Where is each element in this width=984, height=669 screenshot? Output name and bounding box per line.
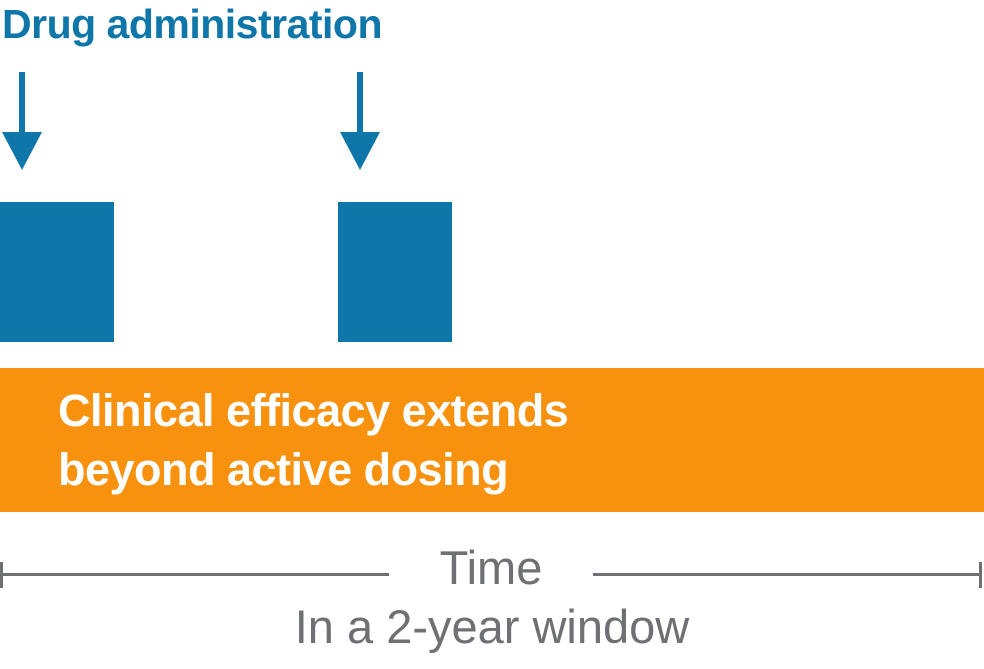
down-arrow-icon	[0, 72, 44, 170]
time-axis: Time	[0, 544, 984, 592]
banner-line-1: Clinical efficacy extends	[58, 385, 569, 436]
efficacy-banner: Clinical efficacy extends beyond active …	[0, 368, 984, 512]
dose-period-block	[0, 202, 114, 342]
time-window-label: In a 2-year window	[294, 600, 690, 653]
banner-text: Clinical efficacy extends beyond active …	[0, 381, 569, 499]
axis-right-line	[593, 573, 982, 576]
down-arrow-icon	[338, 72, 382, 170]
banner-line-2: beyond active dosing	[58, 444, 509, 495]
time-axis-label: Time	[439, 541, 543, 594]
arrow-head	[2, 132, 42, 170]
dose-period-block	[338, 202, 452, 342]
axis-right-endcap	[979, 562, 982, 588]
arrow-head	[340, 132, 380, 170]
arrow-stem	[357, 72, 363, 134]
axis-left-line	[1, 573, 389, 576]
diagram-title: Drug administration	[2, 1, 383, 47]
arrow-stem	[19, 72, 25, 134]
